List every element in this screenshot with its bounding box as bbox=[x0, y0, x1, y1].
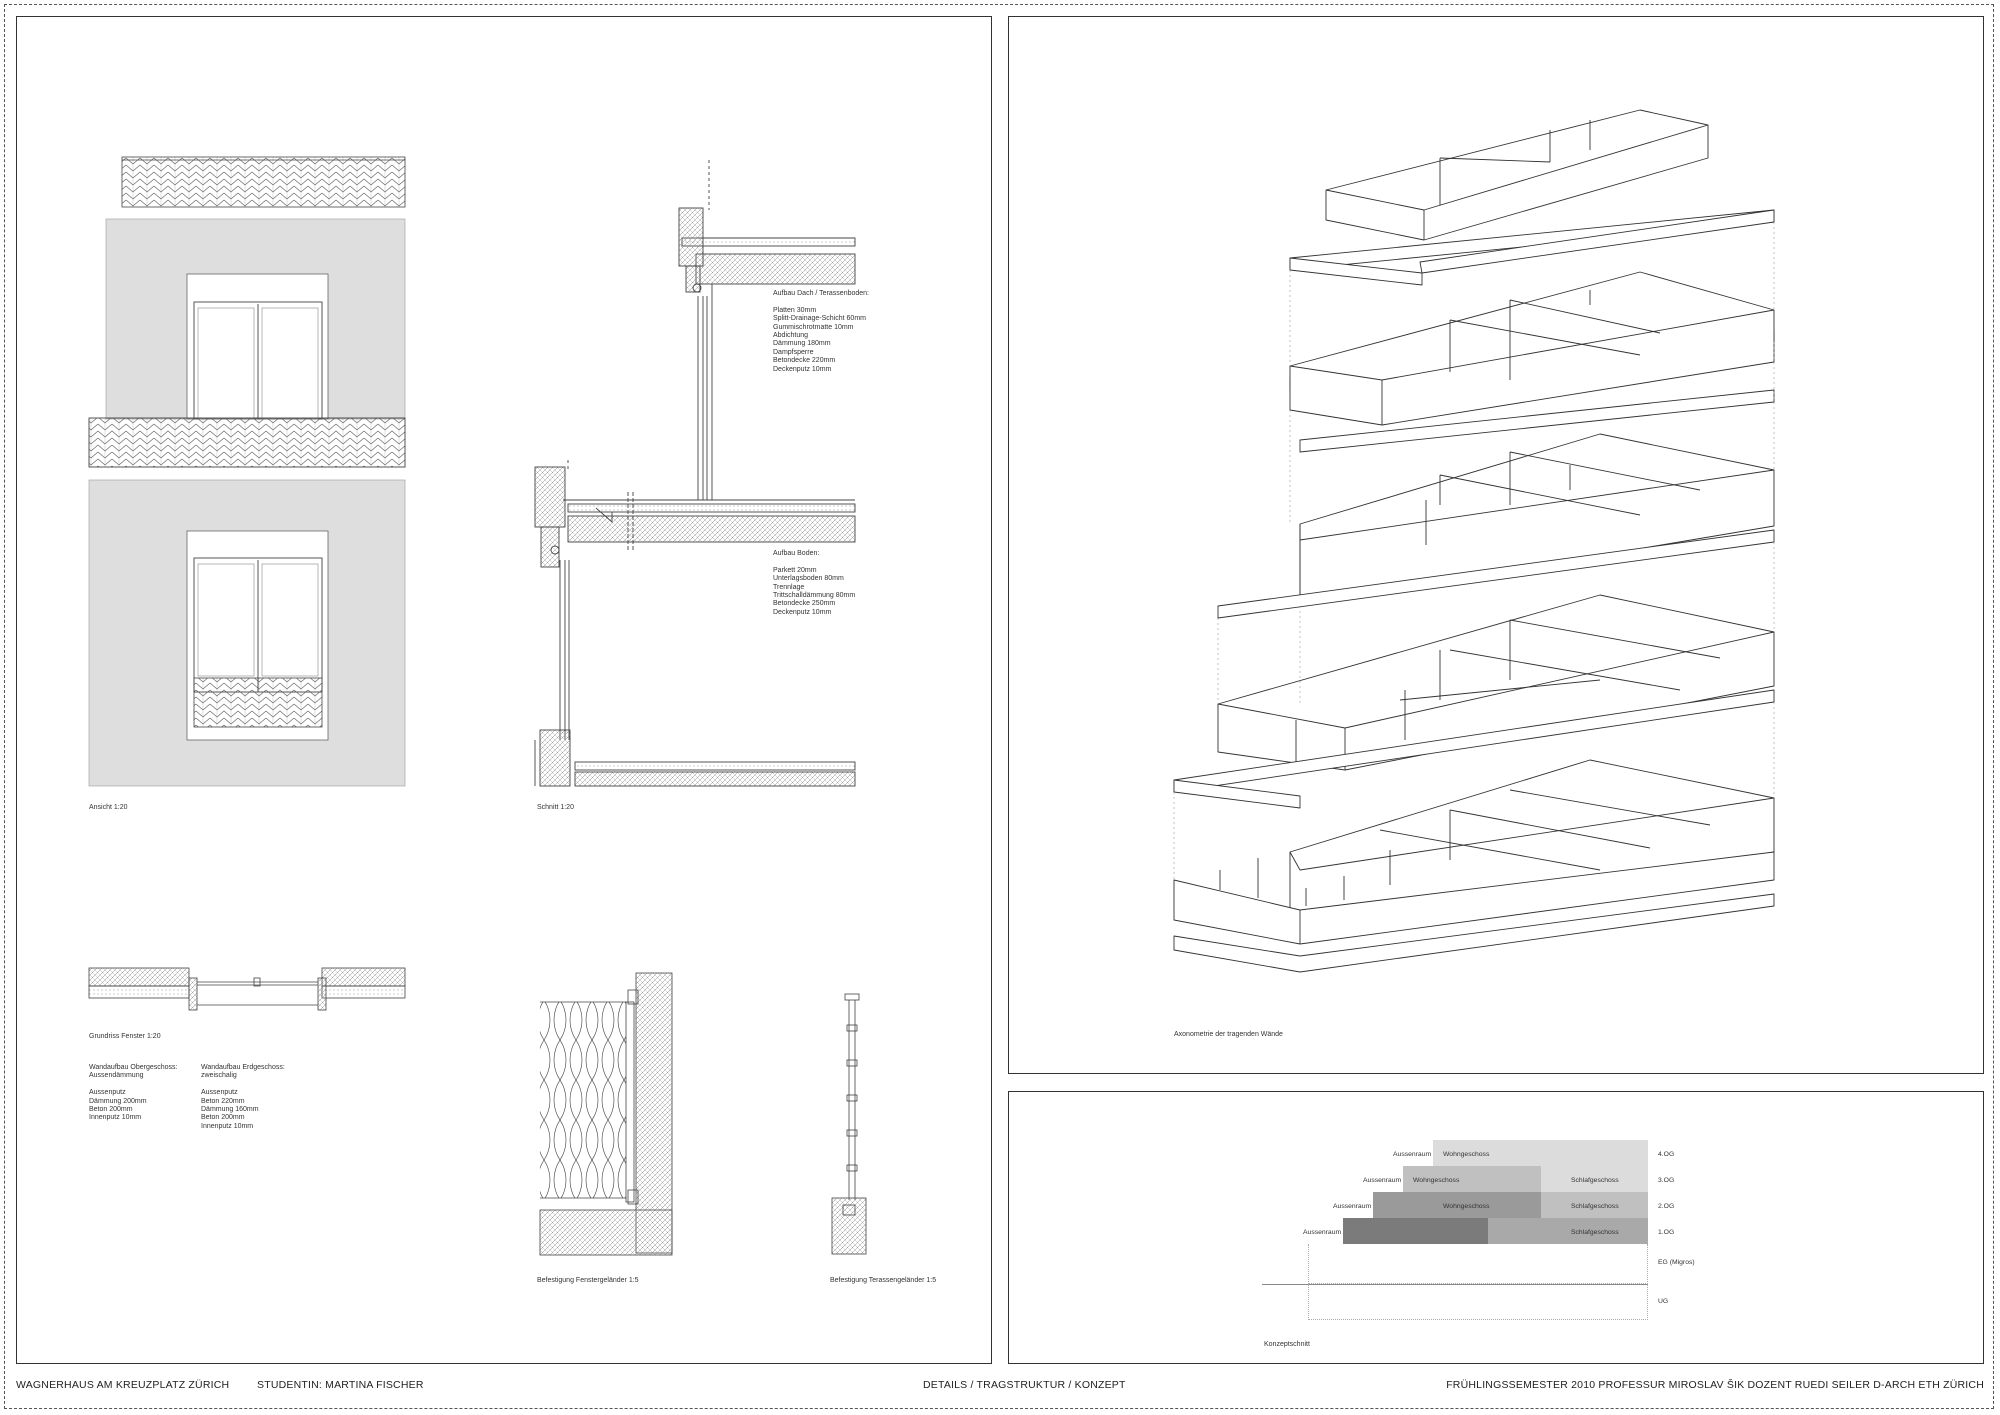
note-line: Deckenputz 10mm bbox=[773, 365, 832, 373]
label-aussenraum-1og: Aussenraum bbox=[1303, 1229, 1342, 1236]
note-line: Aussenputz bbox=[89, 1089, 126, 1097]
axonometry-panel bbox=[1008, 16, 1984, 1074]
note-line: Trittschalldämmung 80mm bbox=[773, 592, 856, 600]
note-line: Parkett 20mm bbox=[773, 566, 817, 574]
note-wandaufbau-eg: Wandaufbau Erdgeschoss: zweischalig Auss… bbox=[201, 1064, 285, 1131]
block-1og-schlafgeschoss bbox=[1488, 1218, 1648, 1244]
label-schlafgeschoss-2og: Schlafgeschoss bbox=[1571, 1203, 1619, 1210]
note-line: Platten 30mm bbox=[773, 306, 817, 314]
label-wohngeschoss-4og: Wohngeschoss bbox=[1443, 1151, 1490, 1158]
note-line: Unterlagsboden 80mm bbox=[773, 575, 844, 583]
note-aufbau-dach: Aufbau Dach / Terassenboden: Platten 30m… bbox=[773, 290, 869, 374]
footer-topic: DETAILS / TRAGSTRUKTUR / KONZEPT bbox=[923, 1379, 1126, 1391]
note-title: Aufbau Dach / Terassenboden: bbox=[773, 290, 869, 297]
ground-line bbox=[1262, 1284, 1648, 1285]
caption-ansicht: Ansicht 1:20 bbox=[89, 804, 128, 811]
note-line: Abdichtung bbox=[773, 332, 809, 340]
note-line: Innenputz 10mm bbox=[89, 1114, 142, 1122]
block-4og-wohngeschoss bbox=[1433, 1140, 1648, 1166]
label-wohngeschoss-2og: Wohngeschoss bbox=[1443, 1203, 1490, 1210]
note-title: Wandaufbau Erdgeschoss: bbox=[201, 1064, 285, 1071]
details-panel bbox=[16, 16, 992, 1364]
label-aussenraum-3og: Aussenraum bbox=[1363, 1177, 1402, 1184]
floor-label-3og: 3.OG bbox=[1658, 1177, 1675, 1184]
note-line: Trennlage bbox=[773, 583, 805, 591]
floor-label-ug: UG bbox=[1658, 1298, 1669, 1305]
label-wohngeschoss-3og: Wohngeschoss bbox=[1413, 1177, 1460, 1184]
block-1og-aussen bbox=[1343, 1218, 1488, 1244]
caption-terrassengelaender: Befestigung Terassengeländer 1:5 bbox=[830, 1277, 937, 1284]
note-line: Aussenputz bbox=[201, 1089, 238, 1097]
sheet-border bbox=[4, 4, 1994, 1409]
floor-label-2og: 2.OG bbox=[1658, 1203, 1675, 1210]
note-line: Dämmung 180mm bbox=[773, 340, 831, 348]
note-title: Aufbau Boden: bbox=[773, 550, 820, 557]
caption-fenstergelaender: Befestigung Fenstergeländer 1:5 bbox=[537, 1277, 639, 1284]
caption-schnitt: Schnitt 1:20 bbox=[537, 804, 574, 811]
block-2og-schlafgeschoss bbox=[1541, 1192, 1648, 1218]
caption-konzeptschnitt: Konzeptschnitt bbox=[1264, 1341, 1310, 1348]
footer-project: WAGNERHAUS AM KREUZPLATZ ZÜRICH bbox=[16, 1379, 230, 1391]
note-line: Beton 220mm bbox=[201, 1097, 245, 1105]
block-2og-wohngeschoss bbox=[1373, 1192, 1541, 1218]
note-line: Dämmung 200mm bbox=[89, 1097, 147, 1105]
note-subtitle: Aussendämmung bbox=[89, 1072, 144, 1080]
note-line: Innenputz 10mm bbox=[201, 1122, 254, 1130]
note-line: Dampfsperre bbox=[773, 348, 814, 356]
label-aussenraum-4og: Aussenraum bbox=[1393, 1151, 1432, 1158]
floor-label-eg: EG (Migros) bbox=[1658, 1259, 1695, 1266]
block-ug bbox=[1308, 1284, 1648, 1320]
note-line: Dämmung 160mm bbox=[201, 1106, 259, 1114]
label-schlafgeschoss-3og: Schlafgeschoss bbox=[1571, 1177, 1619, 1184]
label-schlafgeschoss-1og: Schlafgeschoss bbox=[1571, 1229, 1619, 1236]
note-line: Betondecke 250mm bbox=[773, 600, 836, 608]
block-3og-schlafgeschoss bbox=[1541, 1166, 1648, 1192]
note-wandaufbau-og: Wandaufbau Obergeschoss: Aussendämmung A… bbox=[89, 1064, 177, 1123]
note-line: Gummischrotmatte 10mm bbox=[773, 323, 854, 331]
note-line: Deckenputz 10mm bbox=[773, 608, 832, 616]
label-aussenraum-2og: Aussenraum bbox=[1333, 1203, 1372, 1210]
block-eg bbox=[1308, 1244, 1648, 1284]
note-line: Beton 200mm bbox=[201, 1114, 245, 1122]
floor-label-1og: 1.OG bbox=[1658, 1229, 1675, 1236]
footer-semester: FRÜHLINGSSEMESTER 2010 PROFESSUR MIROSLA… bbox=[1446, 1379, 1984, 1391]
note-aufbau-boden: Aufbau Boden: Parkett 20mm Unterlagsbode… bbox=[773, 550, 855, 617]
note-line: Beton 200mm bbox=[89, 1106, 133, 1114]
note-title: Wandaufbau Obergeschoss: bbox=[89, 1064, 178, 1071]
floor-label-4og: 4.OG bbox=[1658, 1151, 1675, 1158]
caption-axonometrie: Axonometrie der tragenden Wände bbox=[1174, 1031, 1283, 1038]
footer-student: STUDENTIN: MARTINA FISCHER bbox=[257, 1379, 424, 1391]
note-subtitle: zweischalig bbox=[201, 1072, 237, 1080]
note-line: Betondecke 220mm bbox=[773, 357, 836, 365]
caption-grundriss: Grundriss Fenster 1:20 bbox=[89, 1033, 161, 1040]
note-line: Splitt-Drainage-Schicht 60mm bbox=[773, 315, 866, 323]
block-3og-wohngeschoss bbox=[1403, 1166, 1541, 1192]
